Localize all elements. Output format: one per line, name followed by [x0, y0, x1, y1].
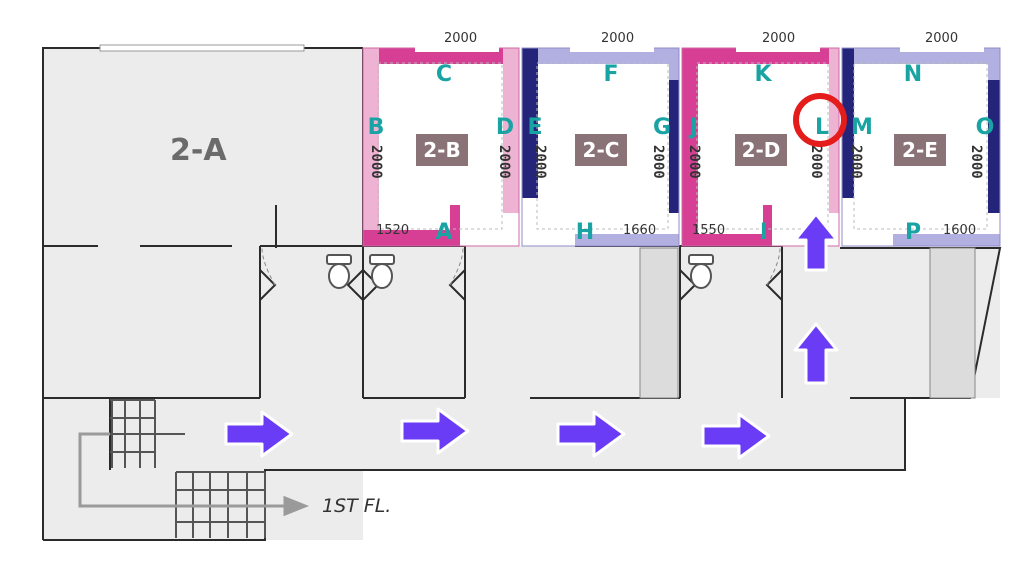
- highlight-circle-icon: [793, 93, 847, 147]
- window-strip: [99, 44, 305, 52]
- wall-labels: A B C D E F G H I J K L M N O P: [368, 62, 995, 245]
- toilet-icon: [688, 254, 714, 289]
- wall-label-m: M: [851, 115, 873, 140]
- wall-label-g: G: [653, 115, 671, 140]
- booth-name-2c: 2-C: [583, 138, 620, 162]
- wall-label-n: N: [904, 62, 922, 87]
- wall-label-p: P: [905, 220, 921, 245]
- room-2a-label: 2-A: [170, 133, 227, 168]
- toilet-icon: [326, 254, 352, 289]
- booth-tag-2e: 2-E: [894, 134, 946, 166]
- arrow-right-icon: [400, 407, 470, 455]
- arrow-right-icon: [224, 410, 294, 458]
- booth-name-2e: 2-E: [902, 138, 938, 162]
- top-dimension-2d: 2000: [762, 31, 795, 46]
- arrow-up-icon: [793, 322, 839, 385]
- side-dimension: 2000: [496, 145, 512, 179]
- wall-label-d: D: [496, 115, 514, 140]
- wall-label-f: F: [603, 62, 618, 87]
- side-dimension: 2000: [368, 145, 384, 179]
- side-dimension: 2000: [686, 145, 702, 179]
- booth-2b: [362, 44, 520, 247]
- exit-path: [78, 432, 310, 517]
- bottom-dimension-2b: 1520: [376, 223, 409, 238]
- bottom-dimension-2e: 1600: [943, 223, 976, 238]
- wall-label-b: B: [368, 115, 385, 140]
- wall-label-i: I: [760, 220, 768, 245]
- top-dimension-2c: 2000: [601, 31, 634, 46]
- wall-label-j: J: [688, 115, 698, 140]
- wall-label-h: H: [576, 220, 594, 245]
- side-dimension: 2000: [848, 145, 864, 179]
- bottom-dimension-2c: 1660: [623, 223, 656, 238]
- top-dimension-2e: 2000: [925, 31, 958, 46]
- wall-label-l: L: [815, 115, 829, 140]
- booth-tag-2b: 2-B: [416, 134, 468, 166]
- side-dimension: 2000: [968, 145, 984, 179]
- arrow-right-icon: [556, 410, 626, 458]
- arrow-right-icon: [701, 412, 771, 460]
- arrow-up-icon: [793, 212, 839, 272]
- booth-tag-2c: 2-C: [575, 134, 627, 166]
- booth-name-2d: 2-D: [742, 138, 781, 162]
- wall-label-c: C: [436, 62, 452, 87]
- exit-label: 1ST FL.: [322, 495, 391, 517]
- booth-name-2b: 2-B: [423, 138, 460, 162]
- top-dimension-2b: 2000: [444, 31, 477, 46]
- side-dimension: 2000: [532, 145, 548, 179]
- service-room-1: [639, 247, 679, 399]
- toilet-icon: [369, 254, 395, 289]
- door-swings: [261, 247, 781, 286]
- side-dimension: 2000: [808, 145, 824, 179]
- service-room-2: [929, 247, 976, 399]
- direction-arrows: [224, 212, 839, 460]
- bottom-dimension-2d: 1550: [692, 223, 725, 238]
- wall-label-e: E: [527, 115, 542, 140]
- side-dimensions: 2000 2000 2000 2000 2000 2000 2000 2000: [368, 145, 984, 179]
- side-dimension: 2000: [650, 145, 666, 179]
- wall-label-o: O: [976, 115, 995, 140]
- wall-label-a: A: [435, 220, 452, 245]
- booth-tag-2d: 2-D: [735, 134, 787, 166]
- wall-label-k: K: [754, 62, 772, 87]
